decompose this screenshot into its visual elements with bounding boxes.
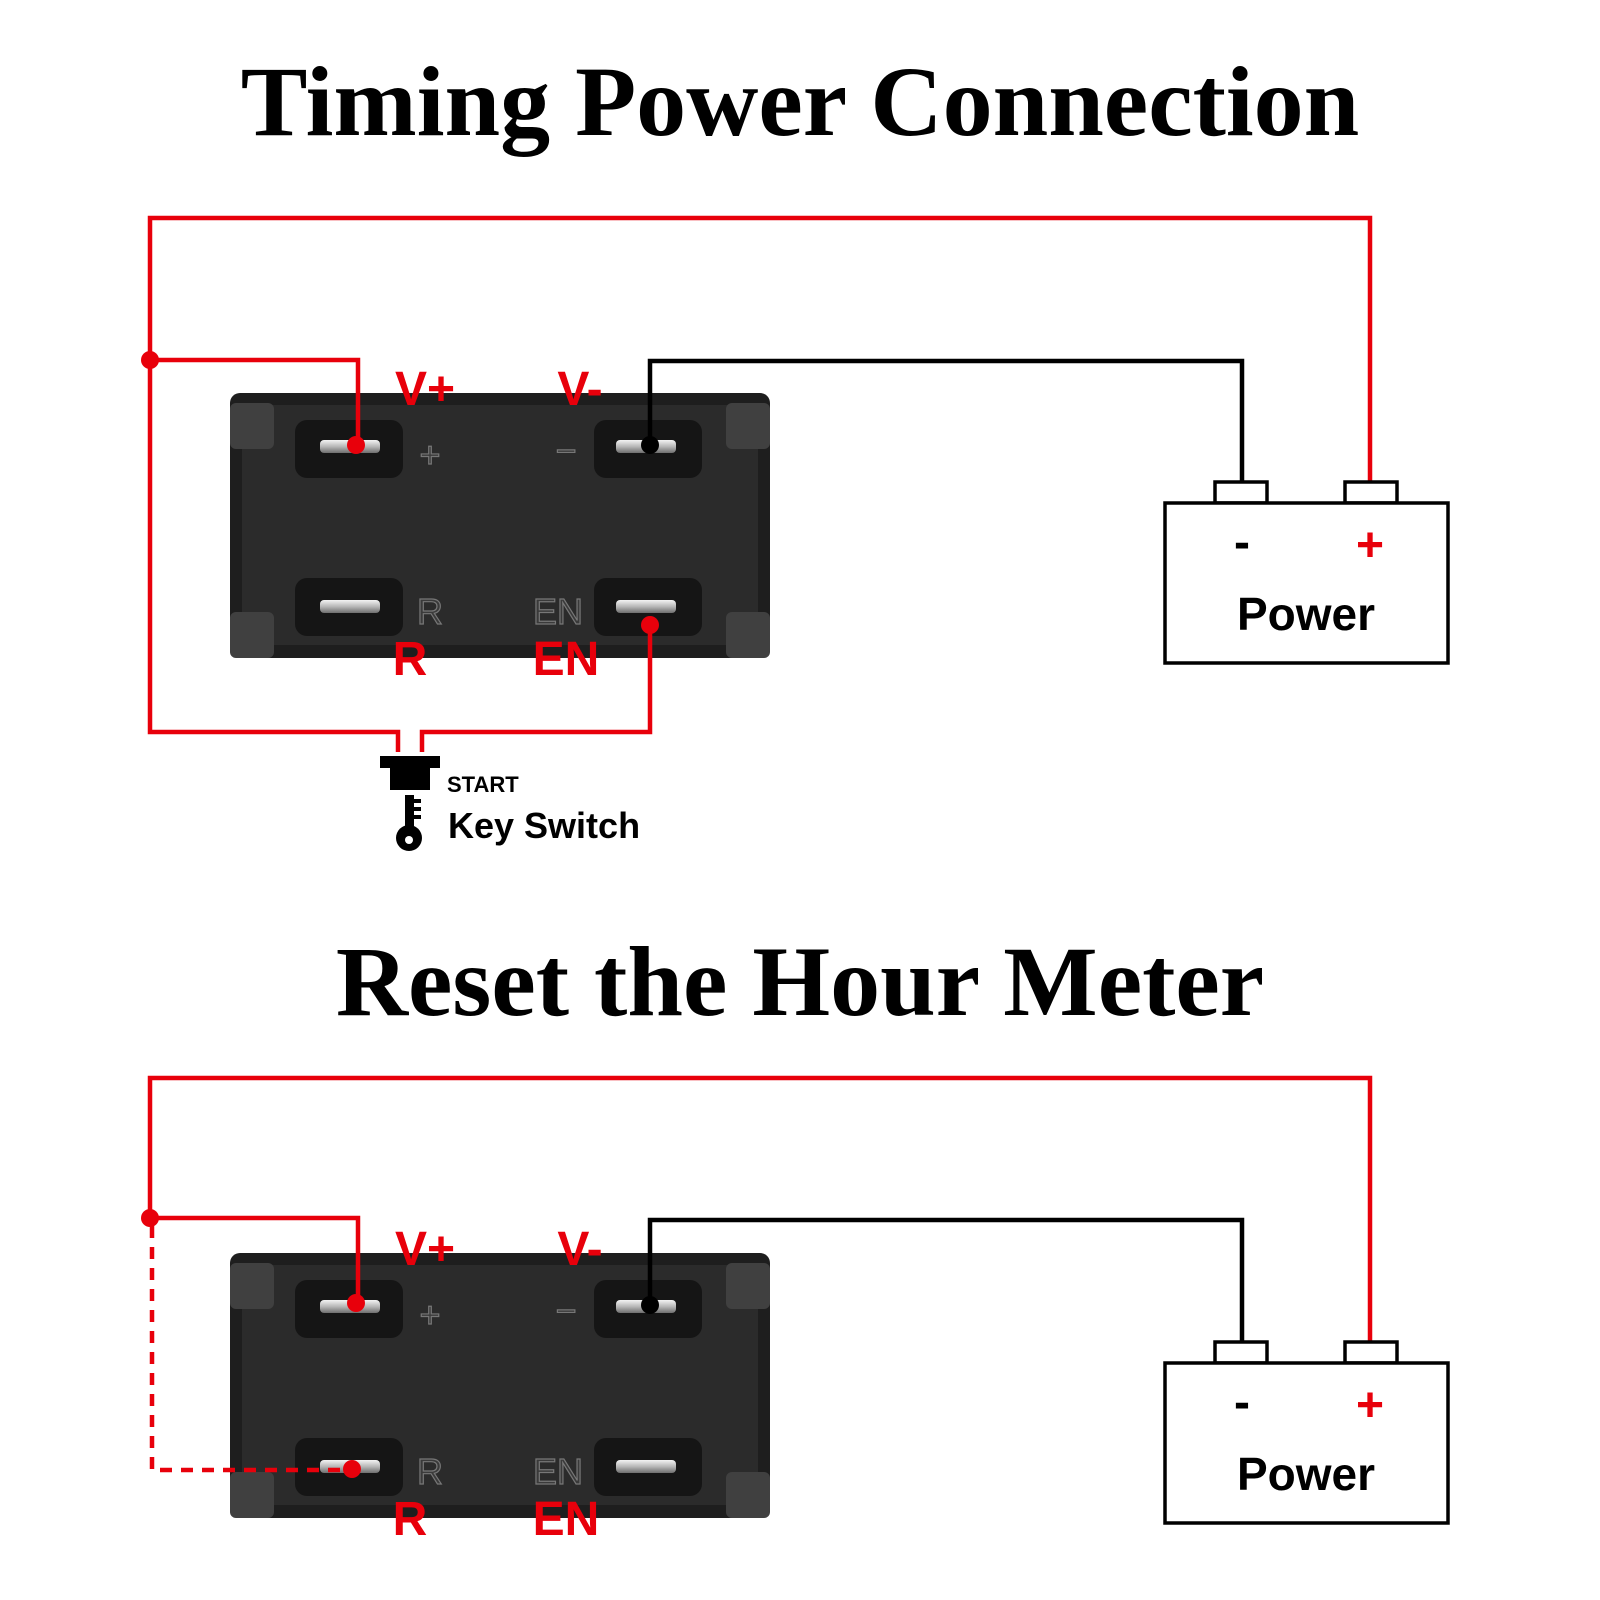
en-terminal-dot [641,616,659,634]
vminus-terminal-dot-bottom [641,1296,659,1314]
battery-minus-sign: - [1234,516,1250,569]
title-timing-power-connection: Timing Power Connection [241,46,1360,157]
embossed-r-bottom: R [417,1451,443,1492]
red-wire-loop-bottom [147,1075,1373,1342]
switch-start-label: START [447,772,519,797]
label-vminus-bottom: V- [557,1223,602,1276]
battery-icon-bottom [1163,1340,1450,1525]
embossed-minus: − [555,430,576,471]
battery-label: Power [1237,588,1375,640]
label-r-bottom: R [393,1493,428,1546]
embossed-r: R [417,591,443,632]
red-wire-loop [147,215,1373,715]
label-vminus: V- [557,363,602,416]
hour-meter-module-bottom: + − R EN [230,1253,770,1518]
embossed-en-bottom: EN [533,1451,583,1492]
battery-plus-sign: + [1356,519,1384,572]
battery-minus-sign-bottom: - [1234,1376,1250,1429]
battery-label-bottom: Power [1237,1448,1375,1500]
red-wire-en [419,625,653,752]
label-en: EN [533,633,600,686]
hour-meter-module: + − R EN [230,393,770,658]
junction-dot [141,351,159,369]
red-wire-vplus-bottom [150,1215,361,1303]
label-r: R [393,633,428,686]
battery-plus-sign-bottom: + [1356,1379,1384,1432]
embossed-plus-bottom: + [419,1294,440,1335]
vminus-terminal-dot [641,436,659,454]
battery-icon [1163,480,1450,665]
title-reset-hour-meter: Reset the Hour Meter [336,926,1264,1037]
label-vplus: V+ [395,363,455,416]
vplus-terminal-dot-bottom [347,1294,365,1312]
black-wire-vminus-bottom [647,1217,1245,1342]
vplus-terminal-dot [347,436,365,454]
embossed-en: EN [533,591,583,632]
key-switch-icon [380,756,440,851]
switch-label: Key Switch [448,805,640,846]
red-wire-switch [147,715,401,752]
label-vplus-bottom: V+ [395,1223,455,1276]
embossed-minus-bottom: − [555,1290,576,1331]
label-en-bottom: EN [533,1493,600,1546]
r-terminal-dot-bottom [343,1460,361,1478]
embossed-plus: + [419,434,440,475]
black-wire-vminus [647,358,1245,482]
junction-dot-bottom [141,1209,159,1227]
red-wire-vplus [150,357,361,445]
